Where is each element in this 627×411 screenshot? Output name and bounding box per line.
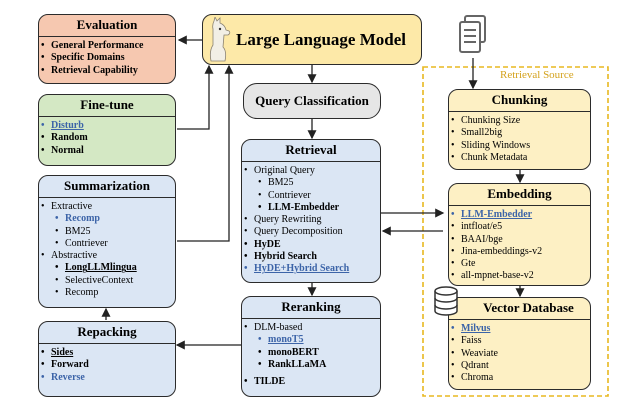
- vector-database-box: Vector Database Milvus Faiss Weaviate Qd…: [448, 297, 591, 390]
- retrieval-title: Retrieval: [242, 140, 380, 162]
- summarization-item: BM25: [39, 226, 175, 239]
- retrieval-item: HyDE: [242, 239, 380, 252]
- reranking-box: Reranking DLM-based monoT5 monoBERT Rank…: [241, 296, 381, 397]
- vector-database-title: Vector Database: [449, 298, 590, 320]
- embedding-item: all-mpnet-base-v2: [449, 270, 590, 283]
- vector-database-item: Milvus: [449, 323, 590, 336]
- reranking-item: RankLLaMA: [242, 359, 380, 372]
- embedding-box: Embedding LLM-Embedder intfloat/e5 BAAI/…: [448, 183, 591, 286]
- document-icon: [459, 15, 486, 53]
- summarization-box: Summarization Extractive Recomp BM25 Con…: [38, 175, 176, 308]
- retrieval-item: Query Decomposition: [242, 226, 380, 239]
- retrieval-item: Hybrid Search: [242, 251, 380, 264]
- embedding-item: intfloat/e5: [449, 221, 590, 234]
- retrieval-item: Query Rewriting: [242, 214, 380, 227]
- reranking-item: monoT5: [242, 334, 380, 347]
- chunking-title: Chunking: [449, 90, 590, 112]
- summarization-extractive: Extractive: [39, 201, 175, 214]
- query-classification-title: Query Classification: [255, 93, 369, 108]
- finetune-item: Disturb: [39, 120, 175, 133]
- query-classification-box: Query Classification: [243, 83, 381, 119]
- embedding-item: LLM-Embedder: [449, 209, 590, 222]
- database-icon: [434, 286, 458, 316]
- summarization-item: Recomp: [39, 213, 175, 226]
- llm-title: Large Language Model: [236, 30, 406, 49]
- vector-database-item: Chroma: [449, 372, 590, 385]
- retrieval-item: BM25: [242, 177, 380, 190]
- evaluation-item: Specific Domains: [39, 52, 175, 65]
- repacking-title: Repacking: [39, 322, 175, 344]
- chunking-item: Sliding Windows: [449, 140, 590, 153]
- retrieval-original-query: Original Query: [242, 165, 380, 178]
- retrieval-source-label: Retrieval Source: [500, 69, 574, 81]
- retrieval-item: Contriever: [242, 190, 380, 203]
- evaluation-box: Evaluation General Performance Specific …: [38, 14, 176, 84]
- reranking-tilde: TILDE: [242, 376, 380, 389]
- vector-database-item: Faiss: [449, 335, 590, 348]
- llm-box: [202, 14, 422, 65]
- chunking-item: Chunking Size: [449, 115, 590, 128]
- repacking-box: Repacking Sides Forward Reverse: [38, 321, 176, 397]
- evaluation-item: Retrieval Capability: [39, 65, 175, 78]
- retrieval-box: Retrieval Original Query BM25 Contriever…: [241, 139, 381, 283]
- summarization-item: SelectiveContext: [39, 275, 175, 288]
- repacking-item: Reverse: [39, 372, 175, 385]
- vector-database-item: Qdrant: [449, 360, 590, 373]
- summarization-abstractive: Abstractive: [39, 250, 175, 263]
- repacking-item: Forward: [39, 359, 175, 372]
- evaluation-item: General Performance: [39, 40, 175, 53]
- chunking-box: Chunking Chunking Size Small2big Sliding…: [448, 89, 591, 170]
- embedding-item: Gte: [449, 258, 590, 271]
- vector-database-item: Weaviate: [449, 348, 590, 361]
- finetune-item: Random: [39, 132, 175, 145]
- reranking-dlm: DLM-based: [242, 322, 380, 335]
- summarization-item: LongLLMlingua: [39, 262, 175, 275]
- reranking-title: Reranking: [242, 297, 380, 319]
- embedding-title: Embedding: [449, 184, 590, 206]
- summarization-title: Summarization: [39, 176, 175, 198]
- embedding-item: Jina-embeddings-v2: [449, 246, 590, 259]
- chunking-item: Chunk Metadata: [449, 152, 590, 165]
- summarization-item: Contriever: [39, 238, 175, 251]
- finetune-title: Fine-tune: [39, 95, 175, 117]
- retrieval-item: HyDE+Hybrid Search: [242, 263, 380, 276]
- llama-icon: [209, 17, 231, 62]
- reranking-item: monoBERT: [242, 347, 380, 360]
- evaluation-title: Evaluation: [39, 15, 175, 37]
- finetune-box: Fine-tune Disturb Random Normal: [38, 94, 176, 166]
- chunking-item: Small2big: [449, 127, 590, 140]
- summarization-item: Recomp: [39, 287, 175, 300]
- repacking-item: Sides: [39, 347, 175, 360]
- embedding-item: BAAI/bge: [449, 234, 590, 247]
- finetune-item: Normal: [39, 145, 175, 158]
- retrieval-item: LLM-Embedder: [242, 202, 380, 215]
